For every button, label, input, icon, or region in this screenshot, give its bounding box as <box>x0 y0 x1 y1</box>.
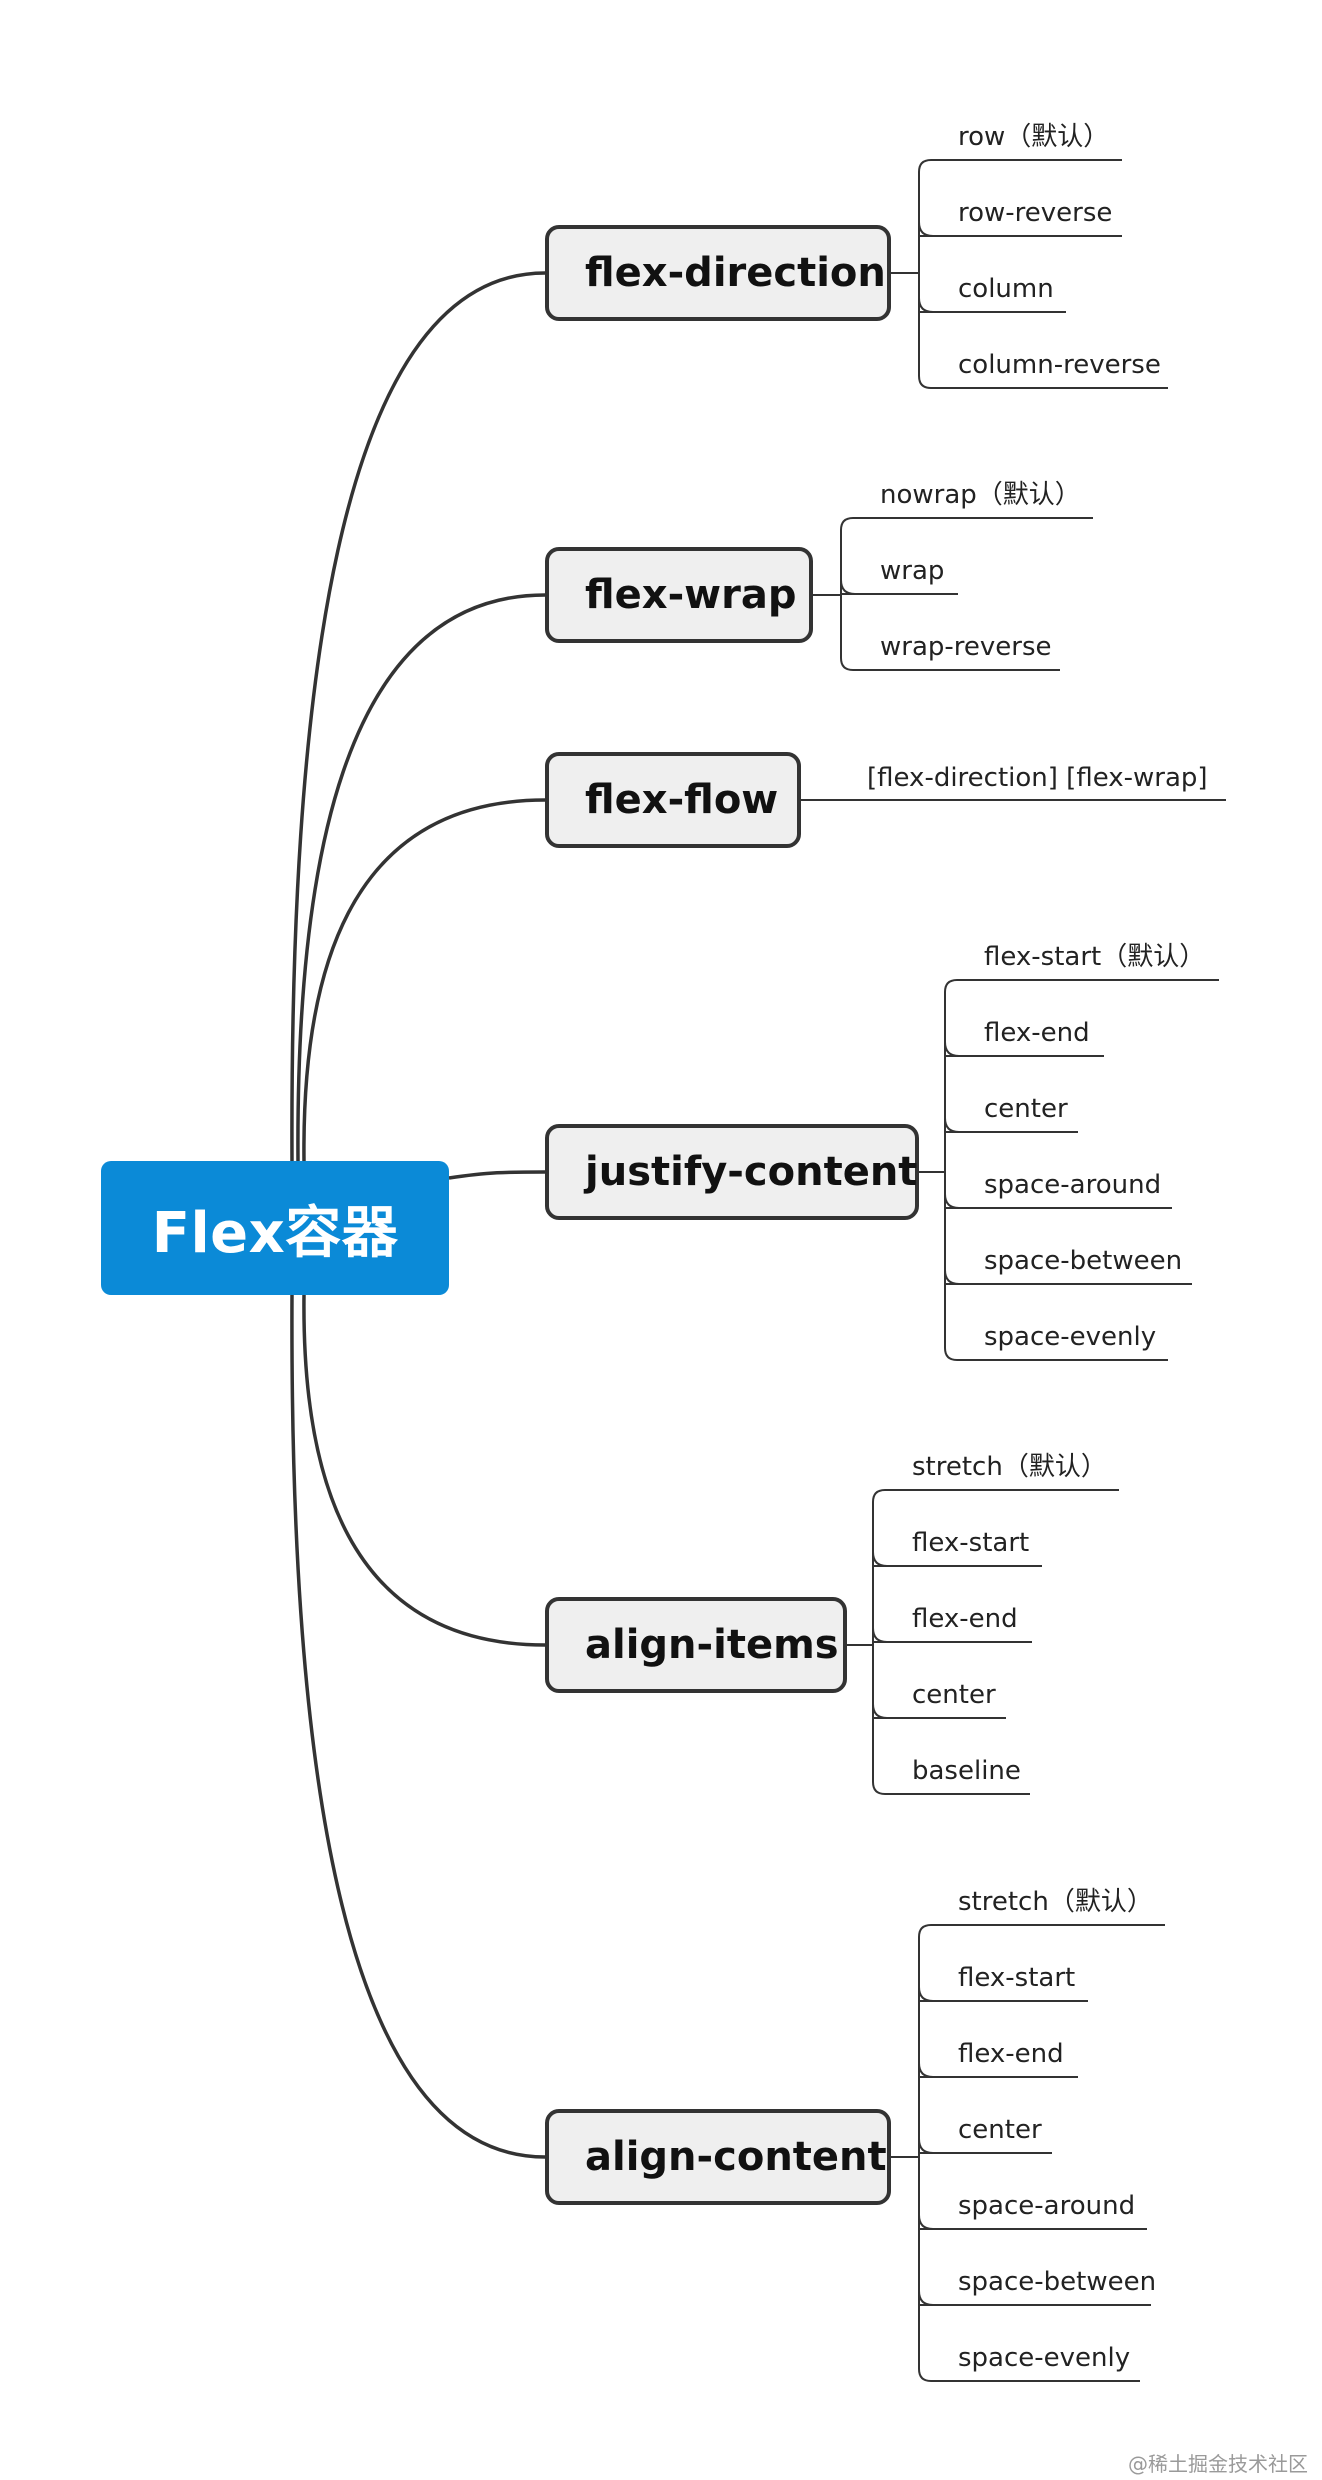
leaf-joint <box>872 1551 888 1567</box>
leaf-label: [flex-direction] [flex-wrap] <box>867 763 1208 793</box>
leaf-joint <box>918 2290 934 2306</box>
leaf-joint <box>840 579 856 595</box>
leaf-joint <box>944 1041 960 1057</box>
leaf-label: flex-end <box>984 1018 1090 1048</box>
leaf-joint <box>944 1269 960 1285</box>
branch-connector <box>296 593 546 1162</box>
leaf-label: baseline <box>912 1756 1021 1786</box>
leaf-label: center <box>984 1094 1068 1124</box>
leaf-label: space-evenly <box>984 1322 1157 1352</box>
watermark: @稀土掘金技术社区 <box>1128 2452 1308 2476</box>
branch-flex-flow: flex-flow <box>545 752 801 848</box>
leaf-joint <box>944 1193 960 1209</box>
leaf-bracket <box>918 159 932 389</box>
leaf-label: space-around <box>958 2191 1136 2221</box>
leaf-label: flex-end <box>958 2039 1064 2069</box>
leaf-label: space-between <box>958 2267 1157 2297</box>
root-node: Flex容器 <box>101 1161 449 1295</box>
leaf-label: flex-start（默认） <box>984 942 1206 972</box>
leaf-label: nowrap（默认） <box>880 480 1081 510</box>
branch-connector <box>448 1170 546 1180</box>
leaf-label: stretch（默认） <box>958 1887 1153 1917</box>
leaf-joint <box>918 1986 934 2002</box>
branch-connector <box>302 1294 546 1647</box>
branch-align-items: align-items <box>545 1597 847 1693</box>
leaf-label: wrap-reverse <box>880 632 1052 662</box>
leaf-label: flex-start <box>912 1528 1030 1558</box>
leaf-joint <box>918 2138 934 2154</box>
branch-flex-wrap: flex-wrap <box>545 547 813 643</box>
leaf-label: center <box>912 1680 996 1710</box>
branch-connector <box>290 1294 546 2159</box>
leaf-label: stretch（默认） <box>912 1452 1107 1482</box>
leaf-label: space-between <box>984 1246 1183 1276</box>
leaf-joint <box>944 1117 960 1133</box>
leaf-joint <box>918 2062 934 2078</box>
leaf-label: column-reverse <box>958 350 1161 380</box>
leaf-joint <box>872 1703 888 1719</box>
leaf-label: flex-end <box>912 1604 1018 1634</box>
leaf-joint <box>872 1627 888 1643</box>
leaf-label: wrap <box>880 556 945 586</box>
leaf-label: column <box>958 274 1054 304</box>
leaf-label: space-around <box>984 1170 1162 1200</box>
leaf-label: row-reverse <box>958 198 1113 228</box>
leaf-joint <box>918 297 934 313</box>
branch-connector <box>302 798 546 1162</box>
leaf-joint <box>918 2214 934 2230</box>
leaf-label: center <box>958 2115 1042 2145</box>
leaf-label: flex-start <box>958 1963 1076 1993</box>
leaf-bracket <box>944 979 958 1361</box>
branch-align-content: align-content <box>545 2109 891 2205</box>
branch-connector <box>290 271 546 1162</box>
leaf-joint <box>918 221 934 237</box>
branch-justify-content: justify-content <box>545 1124 919 1220</box>
leaf-label: space-evenly <box>958 2343 1131 2373</box>
branch-flex-direction: flex-direction <box>545 225 891 321</box>
leaf-label: row（默认） <box>958 122 1110 152</box>
